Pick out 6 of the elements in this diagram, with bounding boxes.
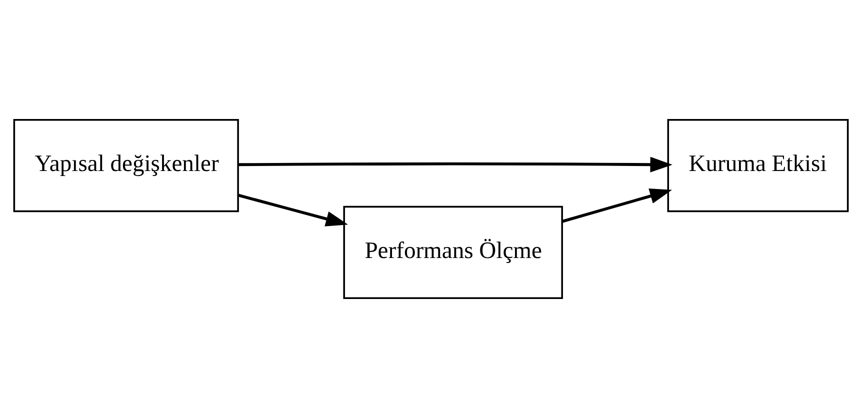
arrow	[238, 194, 348, 226]
arrow	[562, 188, 672, 223]
arrow	[238, 156, 672, 172]
node-box: Performans Ölçme	[343, 206, 563, 299]
node-box: Yapısal değişkenler	[13, 119, 239, 212]
node-box: Kuruma Etkisi	[667, 119, 849, 212]
